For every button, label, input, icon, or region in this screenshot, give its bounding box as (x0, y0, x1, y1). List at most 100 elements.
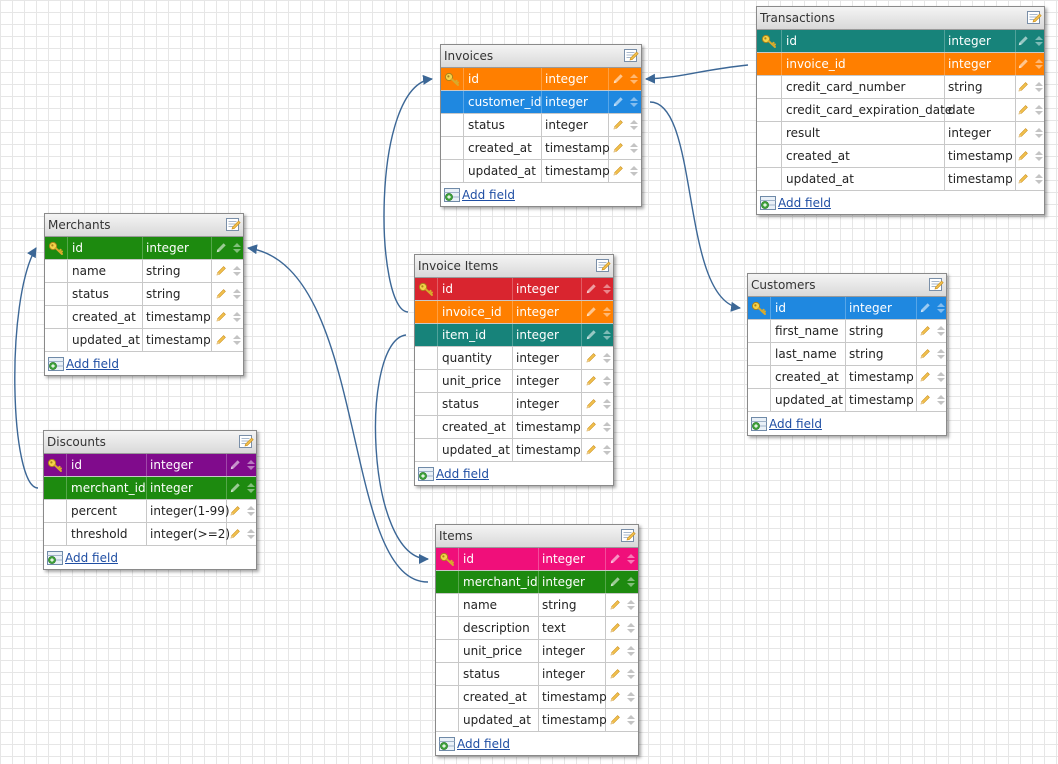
field-name[interactable]: created_at (782, 145, 945, 167)
reorder-handle-icon[interactable] (1035, 128, 1043, 138)
field-type[interactable]: string (143, 260, 212, 282)
reorder-handle-icon[interactable] (936, 303, 945, 313)
edit-field-icon[interactable] (215, 288, 227, 300)
reorder-handle-icon[interactable] (602, 422, 611, 432)
edit-table-icon[interactable] (226, 217, 241, 232)
edit-field-icon[interactable] (919, 371, 931, 383)
field-type[interactable]: timestamp (846, 366, 917, 388)
field-name[interactable]: invoice_id (782, 53, 945, 75)
field-type[interactable]: string (846, 320, 917, 342)
edit-table-icon[interactable] (596, 258, 611, 273)
field-name[interactable]: updated_at (771, 389, 846, 411)
reorder-handle-icon[interactable] (630, 120, 638, 130)
reorder-handle-icon[interactable] (602, 445, 611, 455)
table-header[interactable]: Merchants (45, 214, 243, 237)
field-type[interactable]: integer(1-99) (147, 500, 230, 522)
field-name[interactable]: unit_price (459, 640, 539, 662)
edit-field-icon[interactable] (612, 119, 624, 131)
field-type[interactable]: timestamp (143, 329, 212, 351)
field-name[interactable]: status (459, 663, 539, 685)
edit-field-icon[interactable] (612, 73, 624, 85)
field-name[interactable]: updated_at (438, 439, 513, 461)
reorder-handle-icon[interactable] (936, 372, 945, 382)
field-type[interactable]: integer (539, 663, 606, 685)
reorder-handle-icon[interactable] (602, 399, 611, 409)
reorder-handle-icon[interactable] (936, 349, 945, 359)
edit-field-icon[interactable] (609, 668, 621, 680)
add-field-link[interactable]: Add field (66, 356, 119, 371)
edit-field-icon[interactable] (612, 142, 624, 154)
edit-field-icon[interactable] (1017, 58, 1029, 70)
edit-table-icon[interactable] (929, 277, 944, 292)
field-type[interactable]: integer (147, 454, 227, 476)
field-type[interactable]: string (846, 343, 917, 365)
reorder-handle-icon[interactable] (1035, 105, 1043, 115)
field-type[interactable]: integer (945, 122, 1016, 144)
edit-field-icon[interactable] (215, 311, 227, 323)
reorder-handle-icon[interactable] (1035, 36, 1043, 46)
edit-field-icon[interactable] (609, 691, 621, 703)
edit-field-icon[interactable] (215, 242, 227, 254)
table-header[interactable]: Customers (748, 274, 946, 297)
field-type[interactable]: timestamp (945, 168, 1016, 190)
field-name[interactable]: credit_card_number (782, 76, 945, 98)
field-type[interactable]: integer (945, 53, 1016, 75)
field-name[interactable]: percent (67, 500, 147, 522)
table-header[interactable]: Invoices (441, 45, 641, 68)
field-name[interactable]: item_id (438, 324, 513, 346)
table-header[interactable]: Discounts (44, 431, 256, 454)
field-type[interactable]: integer (945, 30, 1016, 52)
edit-field-icon[interactable] (229, 528, 241, 540)
reorder-handle-icon[interactable] (627, 669, 635, 679)
field-type[interactable]: timestamp (513, 439, 582, 461)
field-type[interactable]: integer (542, 68, 609, 90)
reorder-handle-icon[interactable] (627, 554, 635, 564)
field-type[interactable]: integer (513, 301, 582, 323)
field-name[interactable]: invoice_id (438, 301, 513, 323)
reorder-handle-icon[interactable] (627, 623, 635, 633)
edit-field-icon[interactable] (609, 645, 621, 657)
edit-field-icon[interactable] (585, 352, 597, 364)
reorder-handle-icon[interactable] (246, 460, 255, 470)
reorder-handle-icon[interactable] (602, 284, 611, 294)
field-name[interactable]: name (459, 594, 539, 616)
field-name[interactable]: id (459, 548, 539, 570)
reorder-handle-icon[interactable] (1035, 59, 1043, 69)
field-name[interactable]: created_at (771, 366, 846, 388)
edit-field-icon[interactable] (1017, 127, 1029, 139)
field-name[interactable]: customer_id (464, 91, 542, 113)
field-name[interactable]: first_name (771, 320, 846, 342)
field-name[interactable]: merchant_id (459, 571, 539, 593)
edit-field-icon[interactable] (229, 482, 241, 494)
reorder-handle-icon[interactable] (232, 289, 241, 299)
edit-field-icon[interactable] (1017, 35, 1029, 47)
reorder-handle-icon[interactable] (630, 143, 638, 153)
field-name[interactable]: status (438, 393, 513, 415)
field-type[interactable]: string (143, 283, 212, 305)
reorder-handle-icon[interactable] (936, 395, 945, 405)
edit-field-icon[interactable] (585, 306, 597, 318)
field-type[interactable]: timestamp (143, 306, 212, 328)
reorder-handle-icon[interactable] (232, 243, 241, 253)
field-type[interactable]: integer (513, 347, 582, 369)
field-type[interactable]: integer (846, 297, 917, 319)
